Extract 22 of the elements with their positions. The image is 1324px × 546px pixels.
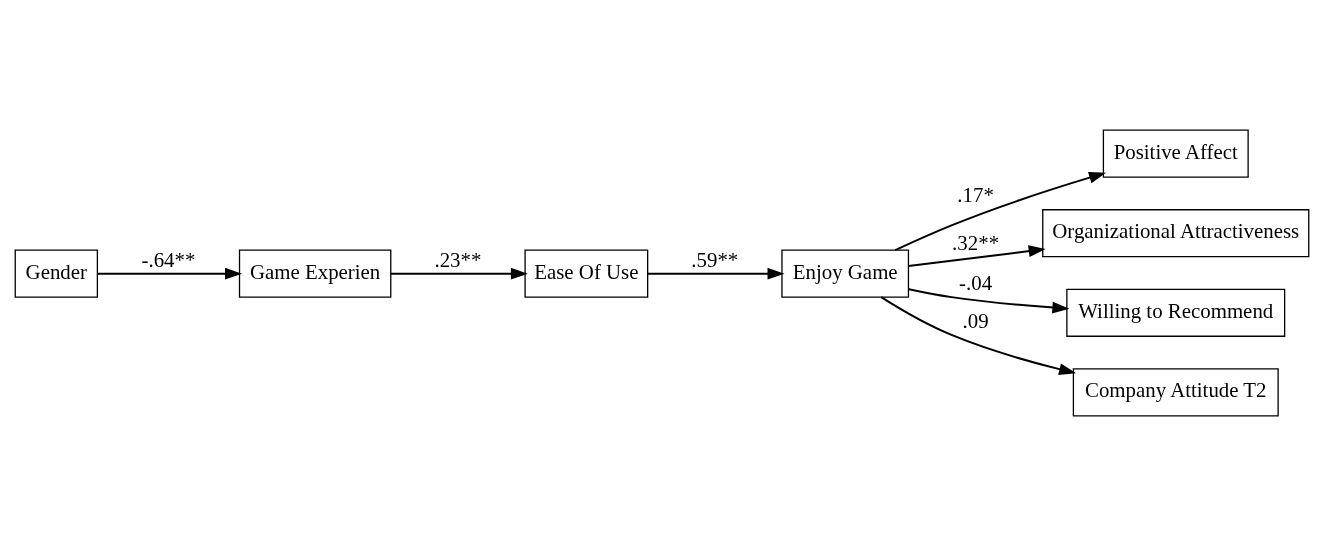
arrow [880,296,1077,375]
edge-label: .09 [962,309,989,334]
arrow [96,267,242,280]
node-box: Willing to Recommend [1066,288,1286,337]
node-box: Organizational Attractiveness [1042,209,1310,258]
arrow [894,171,1106,252]
node-box: Company Attitude T2 [1072,368,1279,417]
edge-label: .23** [434,247,482,272]
arrow [907,245,1046,267]
node-box: Game Experien [238,249,392,298]
node-box: Ease Of Use [524,249,649,298]
edge-label: .32** [952,230,1000,255]
node-box: Positive Affect [1102,129,1249,178]
edge-label: .17* [957,182,994,207]
edge-label: -.04 [959,271,993,296]
node-box: Gender [14,249,99,298]
arrow [907,288,1070,314]
arrow [646,267,785,280]
edge-label: .59** [691,247,739,272]
node-box: Enjoy Game [781,249,910,298]
edge-label: -.64** [141,247,196,272]
arrow [389,267,528,280]
